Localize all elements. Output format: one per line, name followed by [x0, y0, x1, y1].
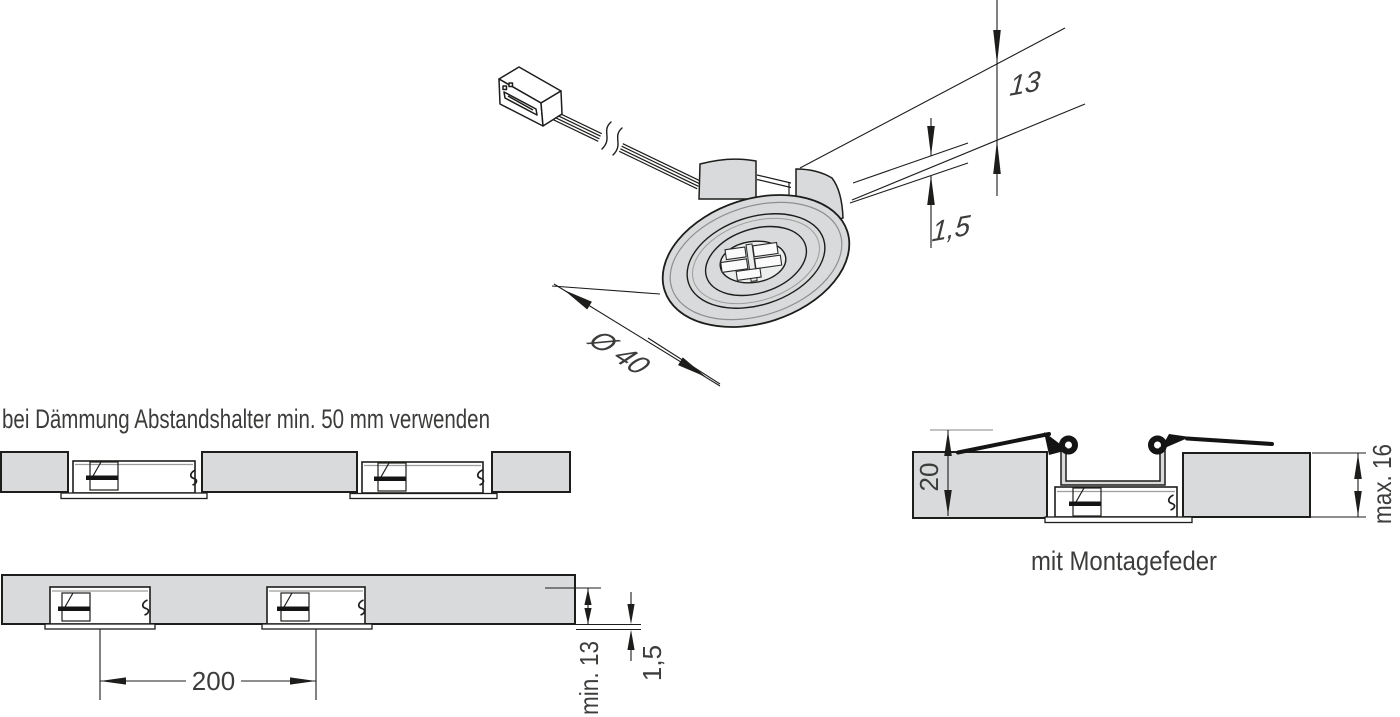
arrowhead-up-icon: [584, 589, 592, 605]
arrowhead-right-icon: [290, 677, 316, 685]
arrowhead-up-icon: [1354, 454, 1362, 479]
dim-bezel-thickness: 1,5: [849, 118, 972, 249]
arrowhead-down-icon: [1354, 491, 1362, 516]
arrowhead-down-icon: [944, 490, 952, 515]
section-mounting-spring: 20 max. 16 mit Montagefeder: [912, 429, 1397, 576]
section-insulation-spacers: [0, 451, 571, 500]
insulation-block: [201, 451, 358, 493]
arrowhead-up-icon: [944, 431, 952, 456]
arrowhead-down-icon: [584, 608, 592, 624]
panel-right: [1182, 452, 1311, 518]
arrowhead-up-icon: [627, 629, 635, 650]
dim-min-thickness: min. 13: [545, 587, 604, 715]
cable-break-symbol: [601, 121, 623, 156]
dim-max-thickness: max. 16: [1296, 444, 1397, 524]
dim-flange: 1,5: [576, 592, 667, 681]
ribbon-cable: [546, 108, 702, 190]
insulation-block: [0, 451, 69, 493]
trim-flange: [1044, 516, 1193, 524]
dim-grip-label: 20: [914, 463, 944, 492]
isometric-lamp-view: 13 1,5 Ø 40: [498, 0, 1086, 387]
arrowhead-left-icon: [100, 677, 126, 685]
arrowhead-upleft-icon: [564, 290, 592, 310]
insulation-note: bei Dämmung Abstandshalter min. 50 mm ve…: [2, 404, 490, 434]
insulation-block: [491, 451, 571, 493]
dim-flange-label: 1,5: [637, 645, 667, 681]
arrowhead-downright-icon: [678, 357, 706, 377]
dim-height-label: 13: [1009, 65, 1042, 103]
arrowhead-down-icon: [627, 604, 635, 625]
mounting-channel: [1060, 447, 1166, 486]
led-module: [719, 240, 787, 284]
arrowhead-up-icon: [927, 175, 935, 205]
mounting-spring-right: [1148, 434, 1274, 455]
arrowhead-down-icon: [993, 30, 1001, 64]
dim-spacing: 200: [99, 629, 317, 700]
mounting-spring-caption: mit Montagefeder: [1031, 546, 1217, 576]
trim-flange: [261, 623, 373, 630]
cable-connector-plug: [498, 66, 563, 127]
dim-bezel-label: 1,5: [931, 209, 972, 248]
mounting-spring-left: [956, 432, 1078, 455]
trim-flange: [349, 492, 498, 500]
dim-height: 13: [799, 0, 1086, 201]
panel-left: [912, 451, 1048, 519]
trim-flange: [60, 492, 208, 500]
dim-spacing-label: 200: [192, 666, 235, 696]
dim-min-thickness-label: min. 13: [574, 641, 604, 715]
spring-coil-icon: [1148, 435, 1167, 455]
trim-flange: [44, 623, 156, 630]
arrowhead-up-icon: [993, 140, 1001, 174]
section-solid-panel: 200 min. 13 1,5: [1, 574, 667, 715]
dim-max-thickness-label: max. 16: [1367, 444, 1397, 524]
dim-grip-range: 20: [914, 429, 993, 516]
arrowhead-down-icon: [927, 126, 935, 156]
spring-coil-icon: [1059, 435, 1078, 455]
dim-diameter-label: Ø 40: [581, 325, 657, 381]
